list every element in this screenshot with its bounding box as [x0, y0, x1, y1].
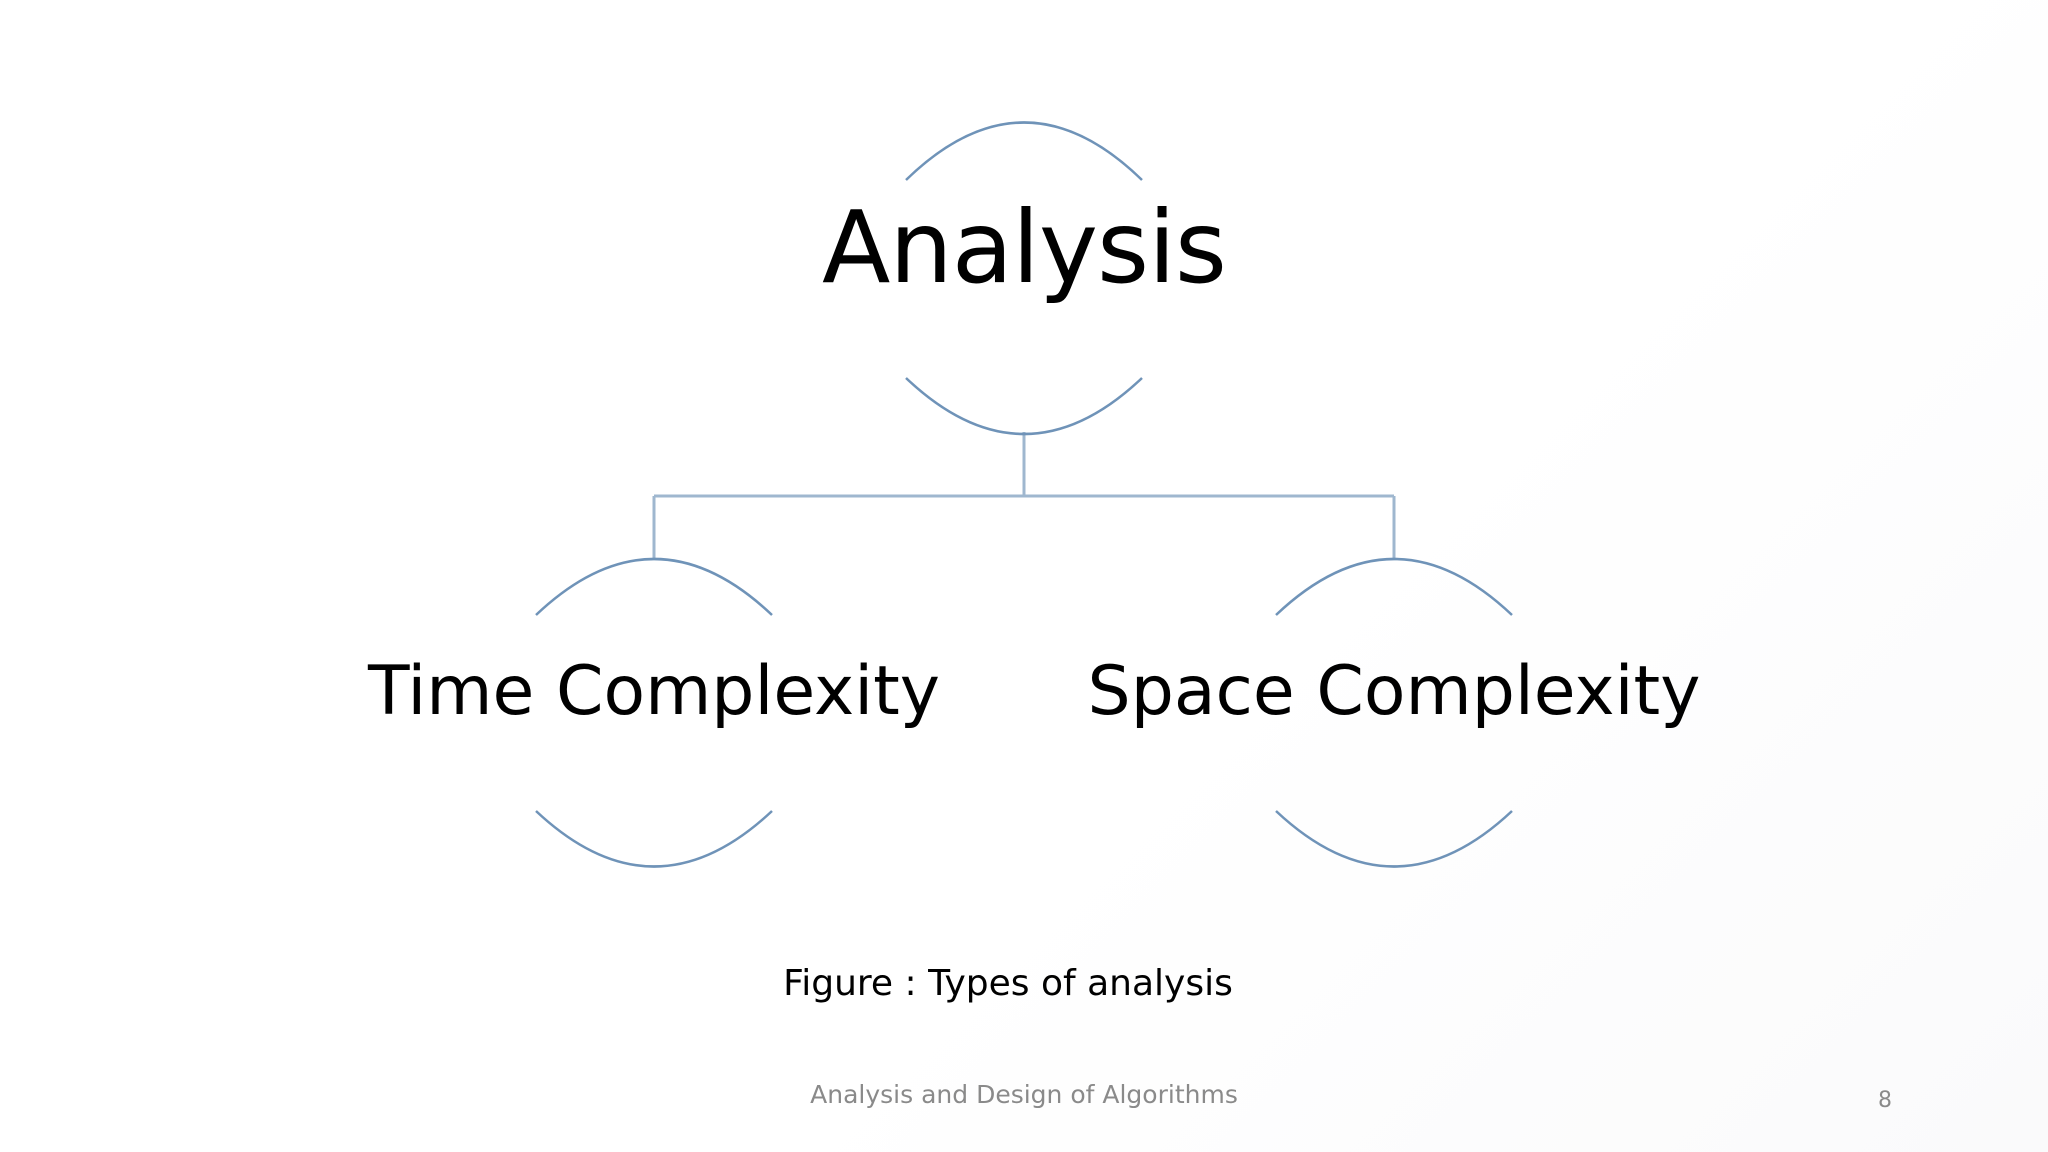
figure-caption: Figure : Types of analysis — [783, 963, 1233, 1004]
slide-footer: Analysis and Design of Algorithms — [810, 1080, 1238, 1109]
left-node-bottom-arc — [535, 810, 773, 868]
space-complexity-node-label: Space Complexity — [1087, 652, 1701, 731]
right-node-bottom-arc — [1275, 810, 1513, 868]
right-node-top-arc — [1275, 557, 1513, 616]
root-node-top-arc — [905, 121, 1143, 181]
left-node-top-arc — [535, 557, 773, 616]
connector-lines — [652, 432, 1396, 560]
page-number: 8 — [1878, 1088, 1892, 1113]
right-node-shape — [1275, 557, 1513, 868]
time-complexity-node-label: Time Complexity — [367, 652, 941, 731]
root-node-bottom-arc — [905, 377, 1143, 436]
left-node-shape — [535, 557, 773, 868]
root-node-label: Analysis — [821, 189, 1227, 306]
root-node-shape — [905, 121, 1143, 436]
